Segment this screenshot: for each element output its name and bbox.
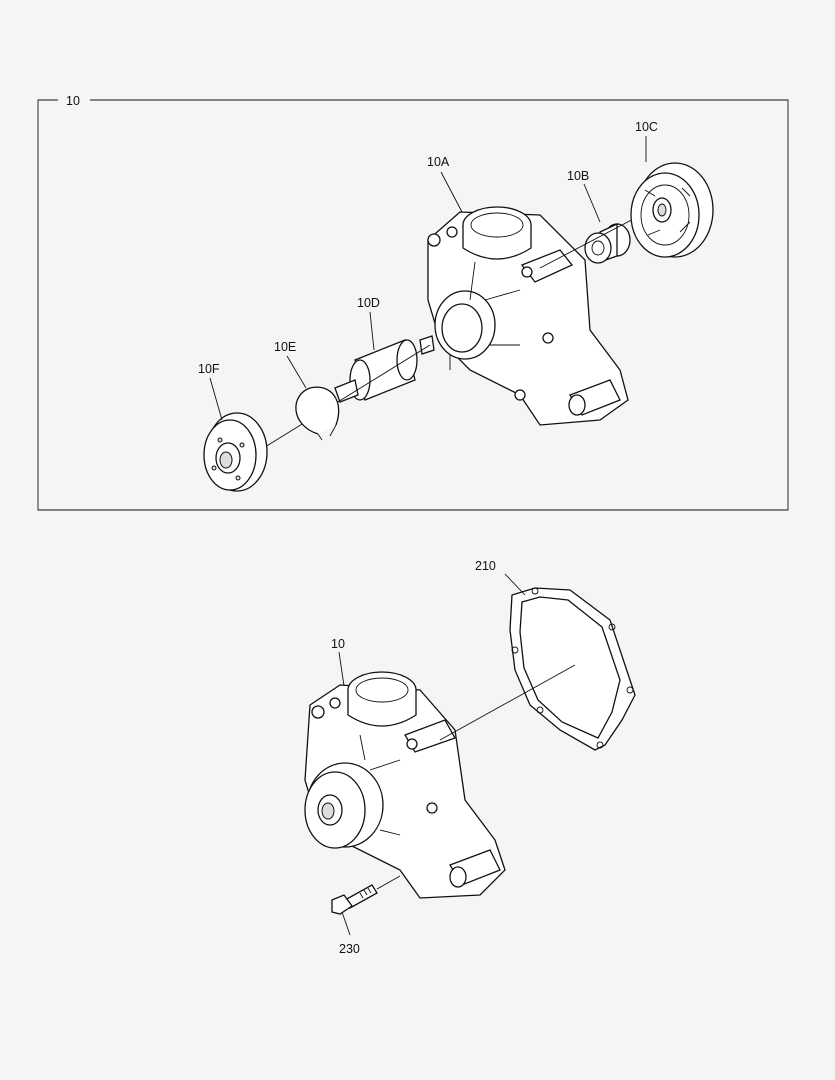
label-10e: 10E	[274, 340, 296, 354]
label-210: 210	[475, 559, 496, 573]
seal-10b	[584, 222, 631, 264]
pump-assembly-10	[304, 671, 506, 899]
bolt-230	[331, 884, 378, 915]
label-230: 230	[339, 942, 360, 956]
label-10d: 10D	[357, 296, 380, 310]
pump-housing-10a	[427, 206, 629, 426]
label-10: 10	[331, 637, 345, 651]
label-10a: 10A	[427, 155, 450, 169]
gasket-210	[509, 587, 636, 751]
label-10c: 10C	[635, 120, 658, 134]
bearing-shaft-10d	[334, 335, 435, 403]
hub-flange-10f	[203, 412, 268, 492]
label-10f: 10F	[198, 362, 220, 376]
assembly-label: 10	[66, 94, 80, 108]
impeller-10c	[630, 162, 714, 258]
label-10b: 10B	[567, 169, 589, 183]
circlip-10e	[295, 386, 340, 441]
assembly-frame: 10	[37, 92, 789, 511]
